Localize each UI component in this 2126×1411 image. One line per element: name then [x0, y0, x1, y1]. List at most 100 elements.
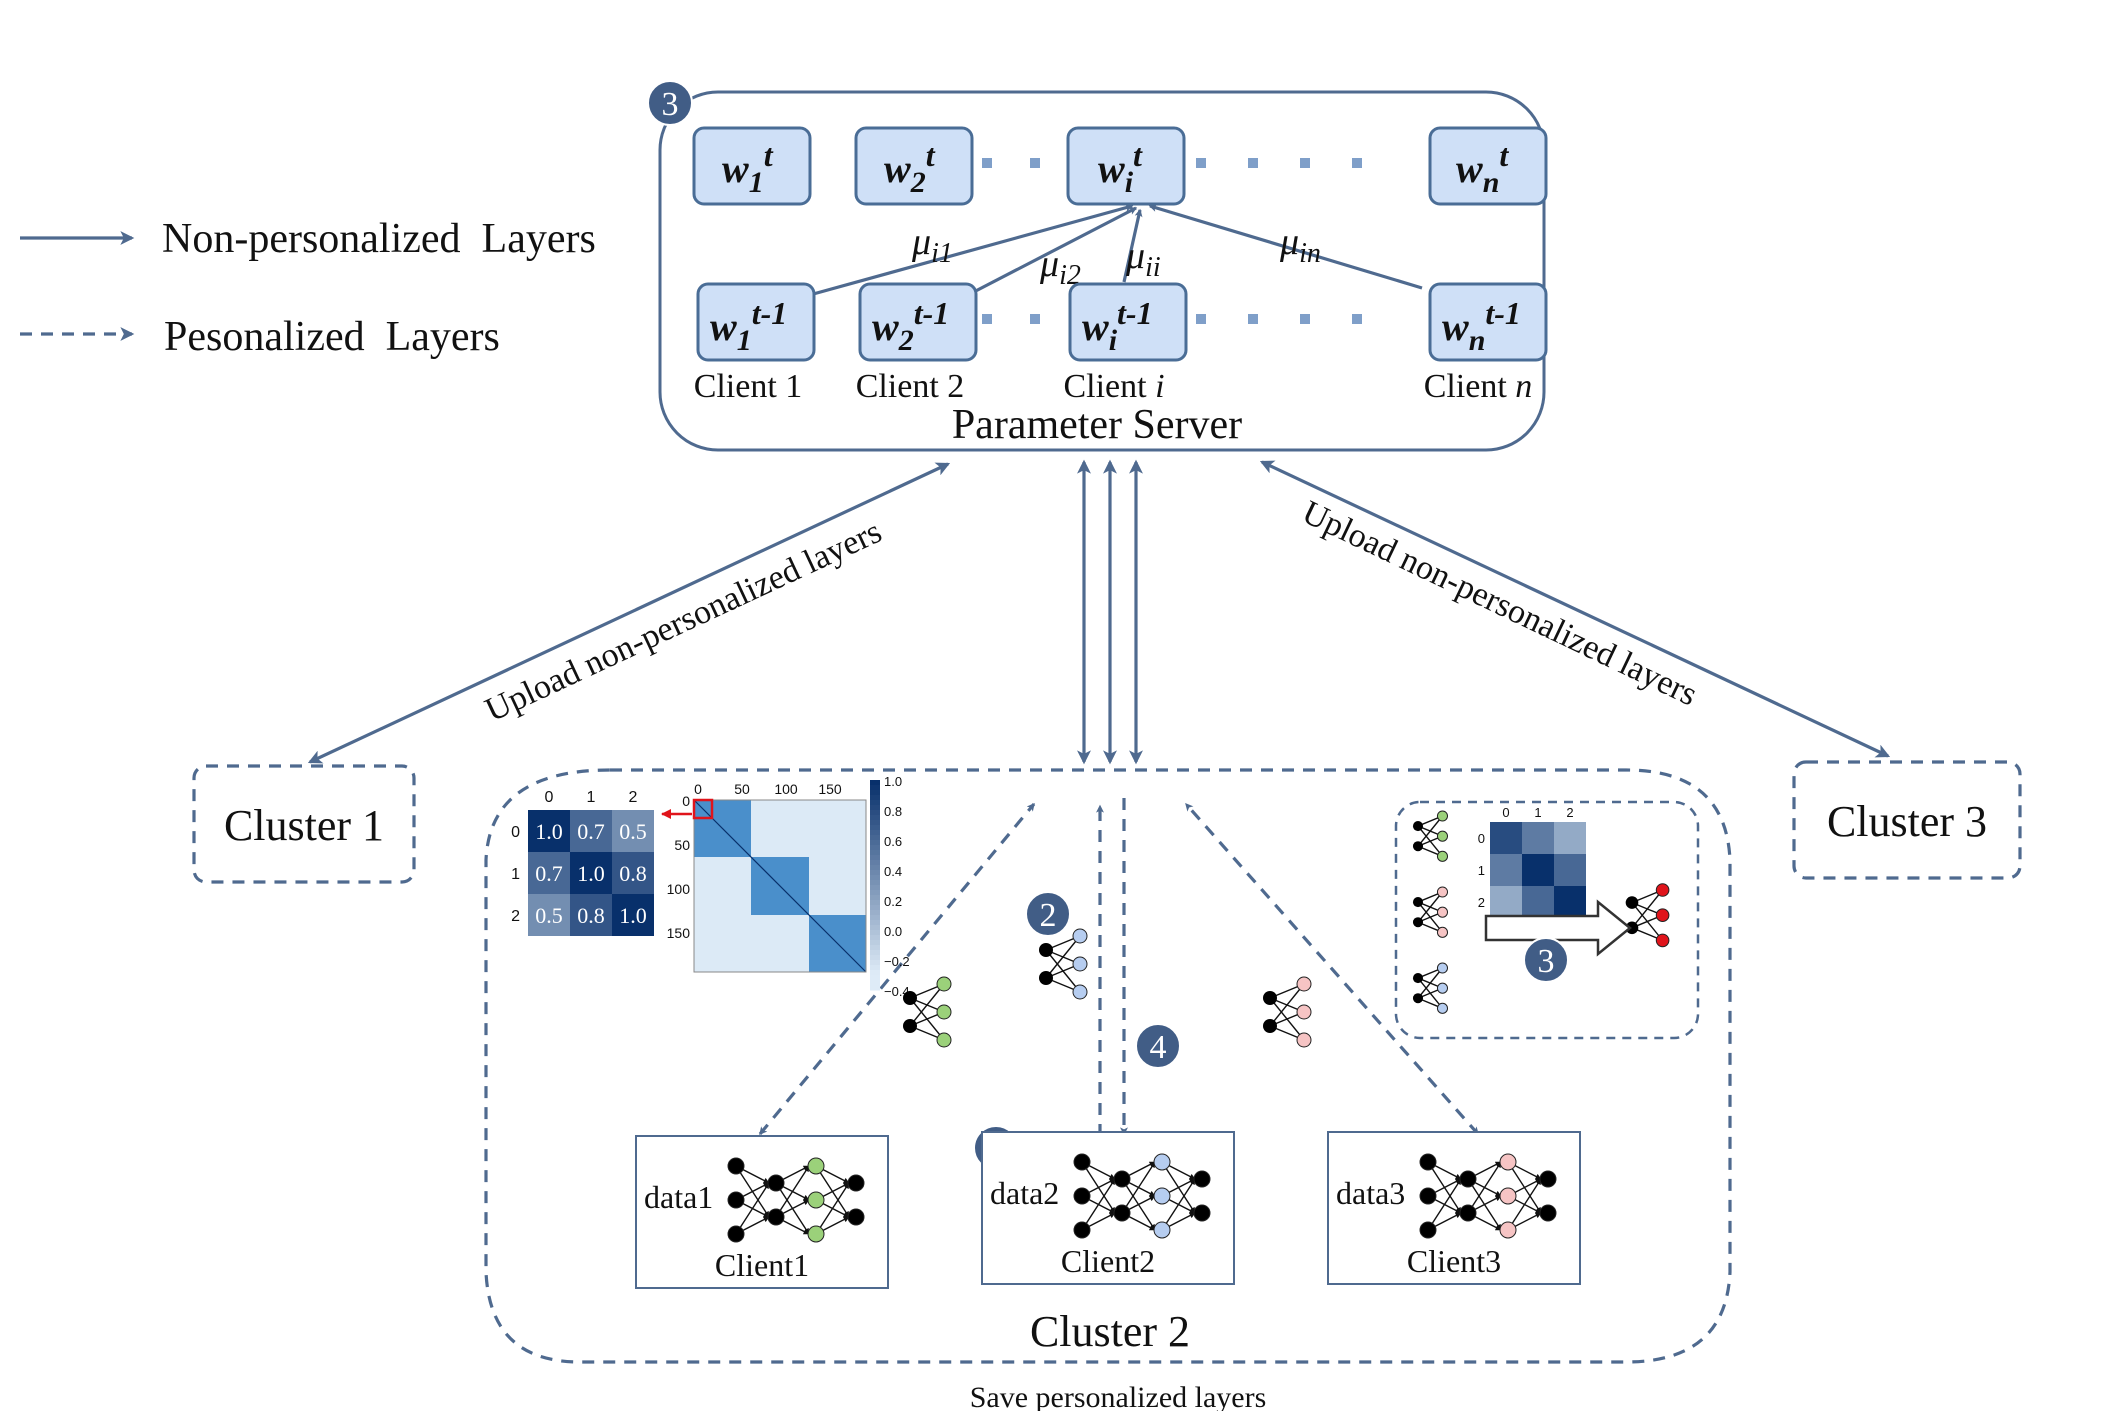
- mini-node-output: [936, 1032, 952, 1048]
- svg-text:wit: wit: [1098, 137, 1143, 199]
- sim-small-value: 0.5: [619, 819, 647, 844]
- colorbar-segment: [870, 810, 880, 816]
- colorbar-segment: [870, 880, 880, 886]
- heatmap-xtick: 50: [734, 781, 750, 797]
- mu-in: μin: [1279, 221, 1321, 269]
- client-net-node: [1073, 1153, 1091, 1171]
- colorbar-tick: 0.4: [884, 864, 902, 879]
- client-net-node: [767, 1208, 785, 1226]
- mini-node-output: [1436, 886, 1449, 898]
- colorbar-segment: [870, 830, 880, 836]
- colorbar-tick: −0.4: [884, 984, 910, 999]
- svg-text:wnt: wnt: [1456, 137, 1509, 199]
- mu-weights: μi1 μi2 μii μin: [911, 221, 1321, 291]
- sim-small-cell: [528, 852, 570, 894]
- mini-edge: [909, 983, 945, 1027]
- sim-small-xtick: 2: [629, 789, 638, 806]
- mini-node-output: [936, 1004, 952, 1020]
- colorbar-segment: [870, 835, 880, 841]
- sim3-cell: [1554, 822, 1586, 854]
- client-net-edge: [735, 1182, 770, 1235]
- heatmap-xtick: 100: [774, 781, 798, 797]
- mini-node-input: [1263, 991, 1277, 1005]
- client-net-node: [1073, 1221, 1091, 1239]
- client-label-2: Client 2: [856, 368, 965, 405]
- client-net-node: [1073, 1187, 1091, 1205]
- svg-text:w2t: w2t: [884, 137, 936, 199]
- heatmap-frame: [693, 799, 867, 973]
- mini-node-output: [1436, 926, 1449, 938]
- mu-i1: μi1: [911, 221, 953, 269]
- client-data-label: data1: [644, 1179, 713, 1215]
- mini-node-output: [1655, 933, 1670, 948]
- cluster-1-label: Cluster 1: [224, 801, 384, 850]
- colorbar-segment: [870, 960, 880, 966]
- mini-node-output: [1072, 984, 1088, 1000]
- sim3-ytick: 2: [1478, 895, 1485, 910]
- client-net-node: [727, 1157, 745, 1175]
- colorbar-segment: [870, 850, 880, 856]
- colorbar-segment: [870, 860, 880, 866]
- mini-edge: [1417, 967, 1444, 999]
- weight-box-w1-t: w1t: [692, 126, 812, 206]
- mini-node-input: [1412, 993, 1424, 1004]
- heatmap-ytick: 100: [667, 881, 691, 897]
- server-badge: 3: [647, 80, 693, 126]
- client-label-n: Client n: [1424, 368, 1533, 405]
- client-net-node: [1539, 1204, 1557, 1222]
- weight-box-w2-t: w2t: [854, 126, 974, 206]
- client-net-node: [1153, 1153, 1171, 1171]
- client-net-node: [1153, 1221, 1171, 1239]
- big-arrow: [1484, 899, 1632, 957]
- client-net-node: [847, 1174, 865, 1192]
- svg-text:2: 2: [1040, 897, 1057, 934]
- sim3-cell: [1522, 854, 1554, 886]
- weight-box-wi-t: wit: [1066, 126, 1186, 206]
- colorbar-segment: [870, 930, 880, 936]
- colorbar-segment: [870, 935, 880, 941]
- heatmap-ytick: 150: [667, 925, 691, 941]
- cluster-2-frame: [484, 768, 1732, 1364]
- colorbar-segment: [870, 870, 880, 876]
- weight-box-w1-t-1: w1t-1 Client 1: [694, 282, 816, 405]
- client-net-node: [807, 1157, 825, 1175]
- colorbar-segment: [870, 900, 880, 906]
- client-name-label: Client2: [1061, 1243, 1155, 1279]
- colorbar-segment: [870, 925, 880, 931]
- client-data-label: data3: [1336, 1175, 1405, 1211]
- upload-arrows: Upload non-personalized layers Upload no…: [307, 459, 1891, 765]
- colorbar-segment: [870, 780, 880, 786]
- sim-small-value: 0.7: [577, 819, 605, 844]
- mini-node-input: [1412, 917, 1424, 928]
- cluster-1: Cluster 1: [192, 764, 416, 884]
- legend-dashed-label: Pesonalized Layers: [164, 314, 500, 360]
- client-net-node: [1499, 1187, 1517, 1205]
- colorbar-segment: [870, 970, 880, 976]
- colorbar-segment: [870, 955, 880, 961]
- mini-edge: [1417, 891, 1444, 923]
- heatmap-ytick: 0: [682, 793, 690, 809]
- sim-small-value: 1.0: [535, 819, 563, 844]
- client-net-node: [1499, 1153, 1517, 1171]
- colorbar-tick: 0.6: [884, 834, 902, 849]
- colorbar-segment: [870, 940, 880, 946]
- mini-node-input: [1263, 1019, 1277, 1033]
- cluster-3-label: Cluster 3: [1827, 797, 1987, 846]
- personalized-arrows: [758, 798, 1480, 1136]
- cluster-3: Cluster 3: [1792, 760, 2022, 880]
- svg-text:w2t-1: w2t-1: [872, 295, 949, 357]
- heatmap-xtick: 0: [694, 781, 702, 797]
- weight-box-wi-t-1: wit-1 Client i: [1063, 282, 1188, 405]
- client-net-node: [1193, 1170, 1211, 1188]
- colorbar-segment: [870, 805, 880, 811]
- upload-label-right: Upload non-personalized layers: [1297, 494, 1703, 714]
- sim3-cell: [1490, 822, 1522, 854]
- heatmap-highlight: [692, 798, 714, 820]
- sim-small-ytick: 1: [511, 866, 520, 883]
- mini-node-output: [1072, 956, 1088, 972]
- client-net-node: [1499, 1221, 1517, 1239]
- client-net-node: [1539, 1170, 1557, 1188]
- heatmap-xtick: 150: [818, 781, 842, 797]
